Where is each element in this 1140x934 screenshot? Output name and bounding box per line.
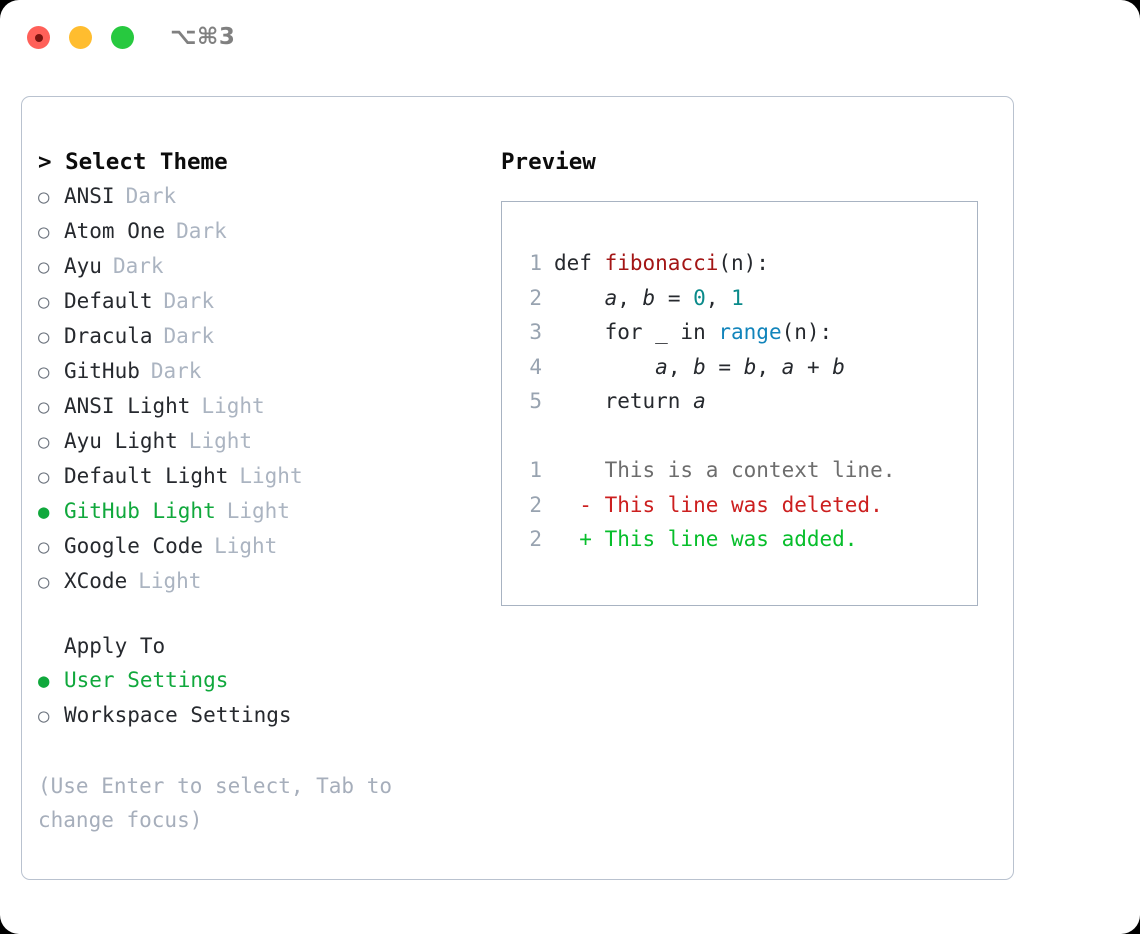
theme-option-xcode[interactable]: ○ XCode Light [38,564,478,599]
theme-option-atom-one[interactable]: ○ Atom One Dark [38,214,478,249]
radio-unselected-icon: ○ [38,326,50,348]
theme-option-label: Dracula [64,324,153,348]
line-number: 5 [529,389,542,413]
theme-variant-tag: Dark [163,324,215,348]
theme-option-ansi[interactable]: ○ ANSI Dark [38,179,478,214]
radio-unselected-icon: ○ [38,571,50,593]
theme-option-label: Atom One [64,219,166,243]
minimize-button[interactable] [69,26,92,49]
title-bar: ⌥⌘3 [0,0,1140,78]
theme-variant-tag: Light [188,429,253,453]
radio-selected-icon: ● [38,670,50,692]
code-line: 2 a, b = 0, 1 [520,281,977,316]
diff-sample: 1 This is a context line.2 - This line w… [520,453,977,557]
theme-variant-tag: Light [214,534,278,558]
theme-variant-tag: Light [138,569,202,593]
theme-variant-tag: Dark [163,289,215,313]
line-number: 3 [529,320,542,344]
theme-option-google-code[interactable]: ○ Google Code Light [38,529,478,564]
theme-option-label: ANSI Light [64,394,191,418]
theme-option-github-light[interactable]: ● GitHub Light Light [38,494,478,529]
theme-variant-tag: Dark [112,254,164,278]
theme-option-ayu[interactable]: ○ Ayu Dark [38,249,478,284]
theme-option-label: GitHub Light [64,499,216,523]
diff-line-deleted: 2 - This line was deleted. [520,488,977,523]
theme-option-label: ANSI [64,184,115,208]
theme-variant-tag: Light [239,464,303,488]
apply-to-option-workspace-settings[interactable]: ○ Workspace Settings [38,698,478,733]
radio-unselected-icon: ○ [38,256,50,278]
keyboard-shortcut-label: ⌥⌘3 [170,24,236,50]
theme-option-label: XCode [64,569,128,593]
theme-variant-tag: Dark [176,219,227,243]
apply-to-option-user-settings[interactable]: ● User Settings [38,663,478,698]
diff-line-added: 2 + This line was added. [520,522,977,557]
code-line: 5 return a [520,384,977,419]
apply-to-option-list: ● User Settings ○ Workspace Settings [38,663,478,733]
theme-option-github[interactable]: ○ GitHub Dark [38,354,478,389]
diff-line-context: 1 This is a context line. [520,453,977,488]
close-button[interactable] [27,26,50,49]
theme-option-label: Ayu [64,254,102,278]
apply-to-section: Apply To ● User Settings ○ Workspace Settin… [38,629,478,733]
apply-to-option-label: User Settings [64,668,229,692]
radio-unselected-icon: ○ [38,186,50,208]
diff-line-text: + This line was added. [554,527,858,551]
theme-option-label: Google Code [64,534,204,558]
radio-unselected-icon: ○ [38,536,50,558]
radio-selected-icon: ● [38,501,50,523]
line-number: 2 [529,527,542,551]
code-line: 4 a, b = b, a + b [520,350,977,385]
line-number: 2 [529,285,542,310]
theme-option-label: Default [64,289,153,313]
radio-unselected-icon: ○ [38,396,50,418]
preview-title: Preview [501,149,596,175]
theme-variant-tag: Light [201,394,265,418]
spacer [520,419,977,454]
line-number: 1 [529,458,542,482]
radio-unselected-icon: ○ [38,291,50,313]
theme-variant-tag: Light [226,499,290,523]
line-number: 1 [529,251,542,275]
radio-unselected-icon: ○ [38,466,50,488]
theme-variant-tag: Dark [150,359,202,383]
radio-unselected-icon: ○ [38,431,50,453]
theme-option-label: Ayu Light [64,429,178,453]
keyboard-hint-text: (Use Enter to select, Tab to change focu… [38,774,393,832]
line-number: 2 [529,492,542,517]
code-line: 3 for _ in range(n): [520,315,977,350]
theme-option-ansi-light[interactable]: ○ ANSI Light Light [38,389,478,424]
theme-option-ayu-light[interactable]: ○ Ayu Light Light [38,424,478,459]
select-theme-header: > Select Theme [38,149,228,175]
diff-line-text: This is a context line. [554,458,896,482]
theme-variant-tag: Dark [125,184,177,208]
radio-unselected-icon: ○ [38,221,50,243]
traffic-light-buttons [27,26,134,49]
theme-option-default[interactable]: ○ Default Dark [38,284,478,319]
maximize-button[interactable] [111,26,134,49]
theme-option-default-light[interactable]: ○ Default Light Light [38,459,478,494]
theme-option-dracula[interactable]: ○ Dracula Dark [38,319,478,354]
radio-unselected-icon: ○ [38,705,50,727]
diff-line-text: - This line was deleted. [554,492,883,517]
line-number: 4 [529,354,542,379]
apply-to-option-label: Workspace Settings [64,703,292,727]
theme-option-label: GitHub [64,359,140,383]
theme-option-label: Default Light [64,464,229,488]
apply-to-header: Apply To [64,634,166,658]
radio-unselected-icon: ○ [38,361,50,383]
